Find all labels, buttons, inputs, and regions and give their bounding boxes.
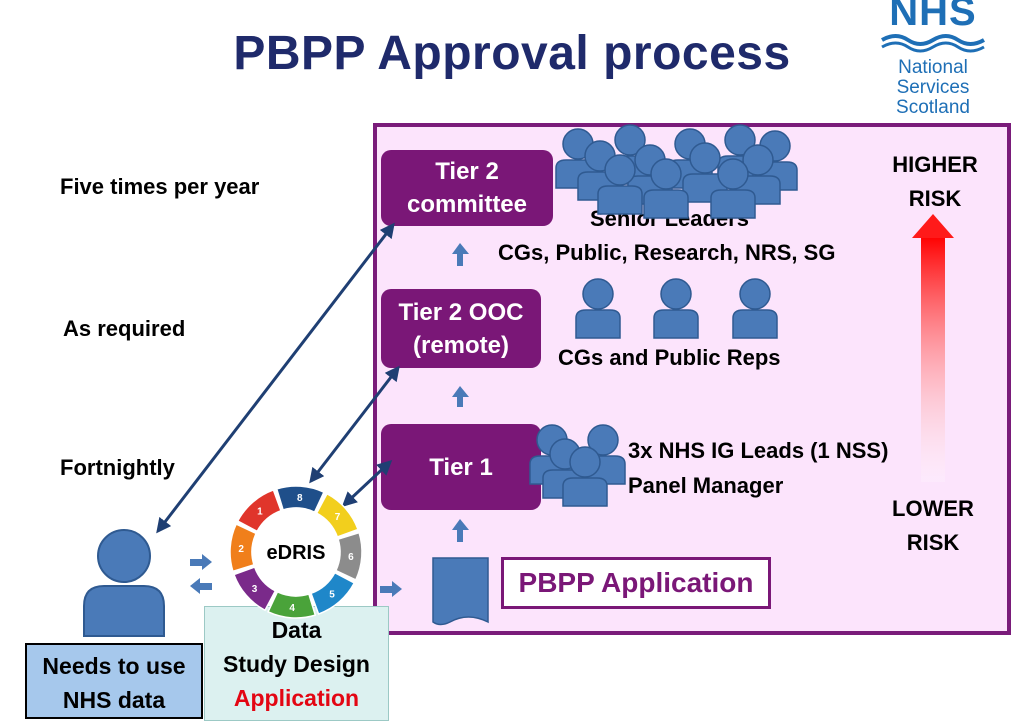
requester-line1: Needs to use bbox=[42, 653, 186, 679]
risk-arrow bbox=[912, 214, 954, 482]
tier2-ooc-box: Tier 2 OOC (remote) bbox=[381, 289, 541, 368]
nhs-logo: NHS National Services Scotland bbox=[878, 0, 988, 122]
ooc-members: CGs and Public Reps bbox=[558, 345, 781, 370]
tier2-committee-box: Tier 2 committee bbox=[381, 150, 553, 226]
data-line2: Study Design bbox=[223, 651, 370, 677]
ooc-line1: Tier 2 OOC bbox=[398, 298, 524, 326]
edris-cycle-icon: 1 2 3 4 5 6 7 8 eDRIS bbox=[229, 485, 363, 619]
tier2-line2: committee bbox=[406, 191, 528, 218]
requester-label-box: Needs to use NHS data bbox=[25, 643, 203, 719]
edris-segment-5 bbox=[310, 571, 356, 615]
edris-segment-4 bbox=[267, 590, 317, 619]
senior-leaders-group bbox=[555, 124, 798, 219]
arrow-edris-tier1 bbox=[341, 459, 393, 508]
tier-up-arrows bbox=[452, 243, 469, 542]
ooc-reps-group bbox=[575, 278, 778, 339]
edris-segment-1 bbox=[236, 489, 282, 533]
edris-segment-label-6: 6 bbox=[348, 552, 354, 563]
edris-segment-label-8: 8 bbox=[297, 493, 303, 504]
double-arrows bbox=[156, 222, 400, 534]
higher-risk-label: HIGHER RISK bbox=[880, 148, 990, 216]
logo-line-services: Services bbox=[896, 77, 970, 98]
lower-risk-line1: LOWER bbox=[892, 496, 974, 521]
ooc-line2: (remote) bbox=[412, 331, 509, 359]
logo-line-scotland: Scotland bbox=[896, 97, 970, 118]
tier1-box: Tier 1 bbox=[381, 424, 541, 510]
requester-line2: NHS data bbox=[62, 687, 166, 713]
arrow-requester-tier2 bbox=[156, 222, 395, 534]
edris-segment-label-4: 4 bbox=[289, 603, 295, 614]
edris-segment-label-3: 3 bbox=[252, 584, 258, 595]
edris-segment-label-7: 7 bbox=[335, 512, 341, 523]
data-study-design-box: Data Study Design Application bbox=[204, 606, 389, 721]
tier2-members-line2: CGs, Public, Research, NRS, SG bbox=[498, 240, 836, 265]
edris-segment-3 bbox=[233, 566, 277, 612]
higher-risk-line1: HIGHER bbox=[892, 152, 978, 177]
higher-risk-line2: RISK bbox=[908, 186, 962, 211]
tier1-members-line1: 3x NHS IG Leads (1 NSS) bbox=[628, 438, 889, 463]
lower-risk-line2: RISK bbox=[906, 530, 960, 555]
data-line1: Data bbox=[271, 617, 322, 643]
tier1-members-line2: Panel Manager bbox=[628, 473, 784, 498]
lower-risk-label: LOWER RISK bbox=[878, 492, 988, 560]
side-arrows bbox=[190, 554, 402, 597]
logo-nhs-text: NHS bbox=[889, 0, 977, 34]
edris-segment-8 bbox=[275, 485, 325, 514]
frequency-tier2: Five times per year bbox=[60, 174, 260, 199]
arrow-edris-ooc bbox=[309, 365, 400, 484]
edris-segment-label-2: 2 bbox=[238, 544, 244, 555]
page-title: PBPP Approval process bbox=[233, 27, 791, 80]
edris-segment-2 bbox=[229, 523, 258, 573]
pbpp-application-box: PBPP Application bbox=[501, 557, 771, 609]
edris-segment-label-1: 1 bbox=[257, 506, 263, 517]
data-line3-application: Application bbox=[233, 685, 360, 711]
edris-segment-label-5: 5 bbox=[329, 590, 335, 601]
requester-person-icon bbox=[83, 529, 165, 637]
edris-segment-6 bbox=[334, 531, 363, 581]
logo-line-national: National bbox=[898, 57, 968, 78]
edris-label: eDRIS bbox=[267, 542, 326, 564]
document-icon bbox=[432, 557, 489, 626]
ig-leads-group bbox=[529, 424, 626, 507]
edris-segment-7 bbox=[315, 492, 359, 538]
frequency-tier1: Fortnightly bbox=[60, 455, 175, 480]
tier2-line1: Tier 2 bbox=[435, 158, 499, 185]
